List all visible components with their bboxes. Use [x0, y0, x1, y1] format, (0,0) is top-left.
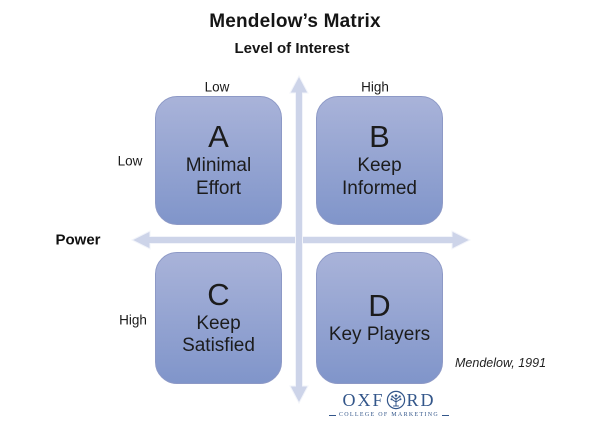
- logo-wordmark-right: RD: [406, 390, 436, 410]
- interest-axis-title: Level of Interest: [234, 40, 350, 57]
- tree-icon: [386, 390, 405, 410]
- tagline-right-rule: [442, 414, 449, 416]
- citation-text: Mendelow, 1991: [455, 356, 547, 370]
- quadrant-d-key-players: D Key Players: [316, 252, 443, 384]
- power-axis-title: Power: [55, 231, 101, 249]
- interest-axis-arrow: [130, 230, 472, 250]
- oxford-college-logo: OXF RD: [329, 390, 449, 418]
- logo-tagline: COLLEGE OF MARKETING: [329, 412, 449, 418]
- quadrant-strategy: Key Players: [328, 323, 431, 345]
- interest-high-label: High: [361, 79, 389, 95]
- interest-low-label: Low: [204, 79, 230, 95]
- logo-wordmark-left: OXF: [342, 390, 385, 410]
- quadrant-b-keep-informed: B Keep Informed: [316, 96, 443, 225]
- quadrant-strategy: Minimal Effort: [185, 155, 252, 199]
- power-high-label: High: [119, 312, 147, 328]
- power-axis-arrow: [289, 74, 309, 405]
- page-title: Mendelow’s Matrix: [209, 11, 381, 32]
- quadrant-letter: D: [368, 288, 391, 324]
- power-low-label: Low: [117, 153, 143, 169]
- quadrant-a-minimal-effort: A Minimal Effort: [155, 96, 282, 225]
- quadrant-letter: C: [207, 276, 230, 312]
- tagline-text: COLLEGE OF MARKETING: [339, 412, 439, 418]
- quadrant-c-keep-satisfied: C Keep Satisfied: [155, 252, 282, 384]
- quadrant-letter: B: [369, 119, 390, 155]
- logo-wordmark: OXF RD: [342, 390, 435, 410]
- quadrant-letter: A: [208, 119, 229, 155]
- quadrant-strategy: Keep Informed: [342, 155, 417, 199]
- tagline-left-rule: [329, 414, 336, 416]
- quadrant-strategy: Keep Satisfied: [182, 312, 255, 357]
